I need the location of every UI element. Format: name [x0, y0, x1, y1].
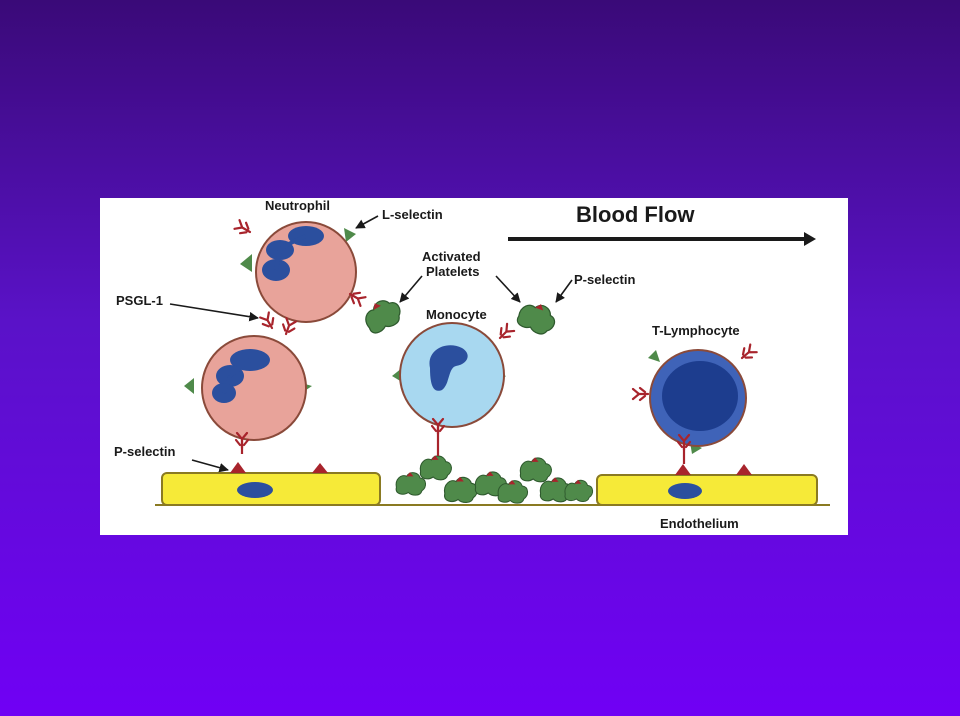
leukocyte-rolling-diagram: Blood Flow — [114, 198, 830, 531]
activated-platelets-label-line2: Platelets — [426, 264, 479, 279]
t-lymphocyte — [631, 342, 759, 464]
p-selectin-triangle — [230, 462, 246, 473]
p-selectin-top-pointer — [555, 279, 573, 303]
blood-flow-arrowhead — [804, 232, 816, 246]
neutrophil-top — [232, 218, 368, 323]
p-selectin-triangle — [736, 464, 752, 475]
p-selectin-bottom-label: P-selectin — [114, 444, 175, 459]
l-selectin-label: L-selectin — [382, 207, 443, 222]
p-selectin-top-label: P-selectin — [574, 272, 635, 287]
activated-platelet-right — [514, 297, 560, 339]
endothelium-label: Endothelium — [660, 516, 739, 531]
platelets-pointer-left — [399, 275, 423, 303]
neutrophil-label: Neutrophil — [265, 198, 330, 213]
neutrophil-bottom — [184, 335, 312, 454]
platelet-aggregate — [395, 454, 594, 504]
psgl1-pointer — [169, 303, 259, 322]
blood-flow-label: Blood Flow — [576, 202, 695, 227]
endothelial-cell-right — [596, 474, 818, 506]
t-lymphocyte-label: T-Lymphocyte — [652, 323, 740, 338]
endothelial-nucleus-left — [237, 482, 273, 498]
l-selectin-pointer — [355, 215, 379, 229]
activated-platelets-label-line1: Activated — [422, 249, 481, 264]
monocyte — [392, 322, 516, 456]
activated-platelet-left — [359, 293, 407, 338]
psgl1-label: PSGL-1 — [116, 293, 163, 308]
endothelial-nucleus-right — [668, 483, 702, 499]
monocyte-label: Monocyte — [426, 307, 487, 322]
platelets-pointer-right — [495, 275, 521, 303]
p-selectin-bottom-pointer — [191, 459, 229, 473]
psgl1-receptor — [258, 310, 279, 333]
p-selectin-triangle — [312, 463, 328, 473]
p-selectin-triangle — [675, 464, 691, 475]
diagram-panel: Blood Flow — [100, 198, 848, 535]
